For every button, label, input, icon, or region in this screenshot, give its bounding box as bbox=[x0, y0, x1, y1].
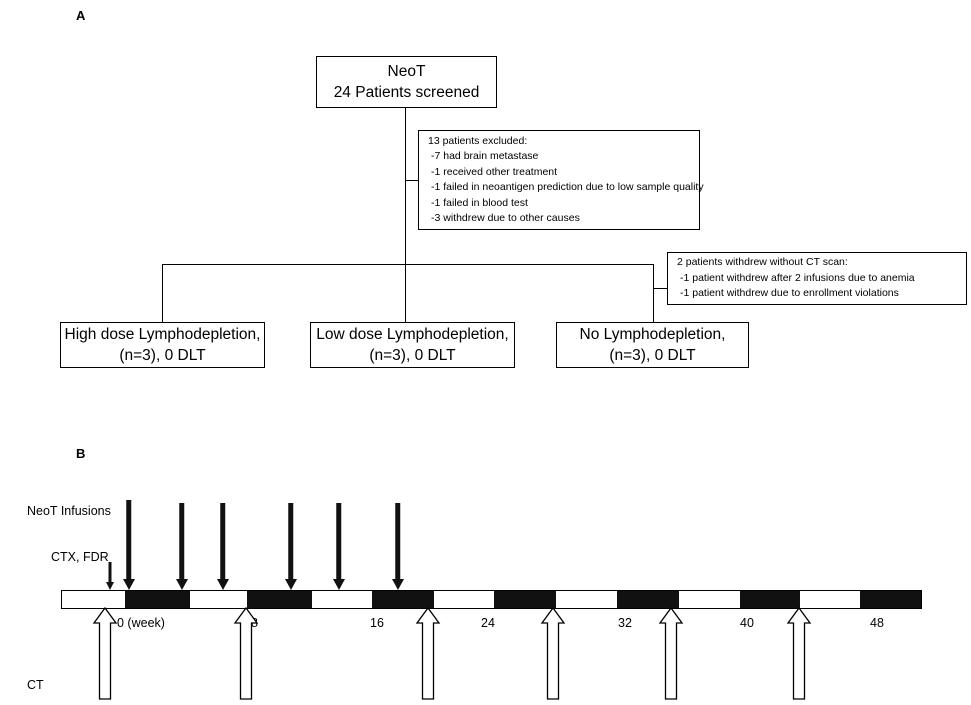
connector-drop-high-dose bbox=[162, 264, 164, 322]
infusion-arrow-5-icon bbox=[331, 503, 346, 590]
excluded-line-4: -1 failed in neoantigen prediction due t… bbox=[431, 181, 704, 193]
connector-withdrew-stub bbox=[653, 288, 668, 290]
arm-box-high-dose: High dose Lymphodepletion, (n=3), 0 DLT bbox=[60, 322, 265, 368]
infusion-arrow-6-icon bbox=[390, 503, 405, 590]
withdrew-line-1: 2 patients withdrew without CT scan: bbox=[677, 256, 848, 269]
infusion-arrow-4-icon bbox=[283, 503, 298, 590]
neot-box-line-2: 24 Patients screened bbox=[333, 84, 480, 101]
arm-box-no-lymphodepletion: No Lymphodepletion, (n=3), 0 DLT bbox=[556, 322, 749, 368]
timeline-segment-black-6 bbox=[740, 591, 800, 608]
withdrew-no-ct-box: 2 patients withdrew without CT scan: -1 … bbox=[667, 252, 967, 305]
timeline-bar bbox=[61, 590, 922, 609]
excluded-patients-box: 13 patients excluded: -7 had brain metas… bbox=[418, 130, 704, 230]
week-tick-40: 40 bbox=[740, 616, 754, 630]
ct-arrow-6-icon bbox=[786, 606, 812, 700]
arm-no-lympho-line-2: (n=3), 0 DLT bbox=[609, 347, 696, 364]
week-tick-32: 32 bbox=[618, 616, 632, 630]
label-ct: CT bbox=[27, 678, 44, 692]
neot-box-line-1: NeoT bbox=[387, 63, 426, 80]
label-ctx-fdr: CTX, FDR bbox=[51, 550, 109, 564]
excluded-line-1: 13 patients excluded: bbox=[428, 134, 528, 147]
arm-low-dose-line-2: (n=3), 0 DLT bbox=[369, 347, 456, 364]
arm-no-lympho-line-1: No Lymphodepletion, bbox=[579, 326, 726, 343]
ctx-fdr-arrow-icon bbox=[104, 562, 115, 590]
connector-excluded-stub bbox=[405, 180, 419, 182]
arm-low-dose-line-1: Low dose Lymphodepletion, bbox=[316, 326, 509, 343]
timeline-segment-black-2 bbox=[247, 591, 312, 608]
excluded-line-3: -1 received other treatment bbox=[431, 165, 558, 178]
week-tick-0: 0 (week) bbox=[117, 616, 165, 630]
ct-arrow-3-icon bbox=[415, 606, 441, 700]
arm-high-dose-line-2: (n=3), 0 DLT bbox=[119, 347, 206, 364]
connector-split-horizontal bbox=[162, 264, 654, 266]
withdrew-line-2: -1 patient withdrew after 2 infusions du… bbox=[680, 271, 915, 284]
label-neot-infusions: NeoT Infusions bbox=[27, 504, 111, 518]
withdrew-line-3: -1 patient withdrew due to enrollment vi… bbox=[680, 287, 899, 300]
arm-box-low-dose: Low dose Lymphodepletion, (n=3), 0 DLT bbox=[310, 322, 515, 368]
excluded-line-6: -3 withdrew due to other causes bbox=[431, 212, 580, 224]
excluded-line-5: -1 failed in blood test bbox=[431, 196, 528, 209]
timeline-segment-black-4 bbox=[494, 591, 556, 608]
ct-arrow-4-icon bbox=[540, 606, 566, 700]
timeline-segment-black-7 bbox=[860, 591, 921, 608]
infusion-arrow-3-icon bbox=[215, 503, 230, 590]
infusion-arrow-1-icon bbox=[121, 500, 136, 590]
excluded-line-2: -7 had brain metastase bbox=[431, 150, 539, 162]
timeline-segment-black-5 bbox=[617, 591, 679, 608]
ct-arrow-5-icon bbox=[658, 606, 684, 700]
timeline-segment-black-1 bbox=[125, 591, 190, 608]
week-tick-24: 24 bbox=[481, 616, 495, 630]
timeline-segment-black-3 bbox=[372, 591, 434, 608]
panel-label-b: B bbox=[76, 446, 86, 461]
neot-screened-box: NeoT 24 Patients screened bbox=[316, 56, 497, 108]
arm-high-dose-line-1: High dose Lymphodepletion, bbox=[64, 326, 261, 343]
week-tick-48: 48 bbox=[870, 616, 884, 630]
week-tick-16: 16 bbox=[370, 616, 384, 630]
panel-label-a: A bbox=[76, 8, 86, 23]
connector-drop-low-dose bbox=[405, 264, 407, 322]
connector-drop-no-lymphodepletion bbox=[653, 264, 655, 322]
ct-arrow-1-icon bbox=[92, 606, 118, 700]
infusion-arrow-2-icon bbox=[174, 503, 189, 590]
connector-trunk-vertical bbox=[405, 108, 407, 266]
ct-arrow-2-icon bbox=[233, 606, 259, 700]
